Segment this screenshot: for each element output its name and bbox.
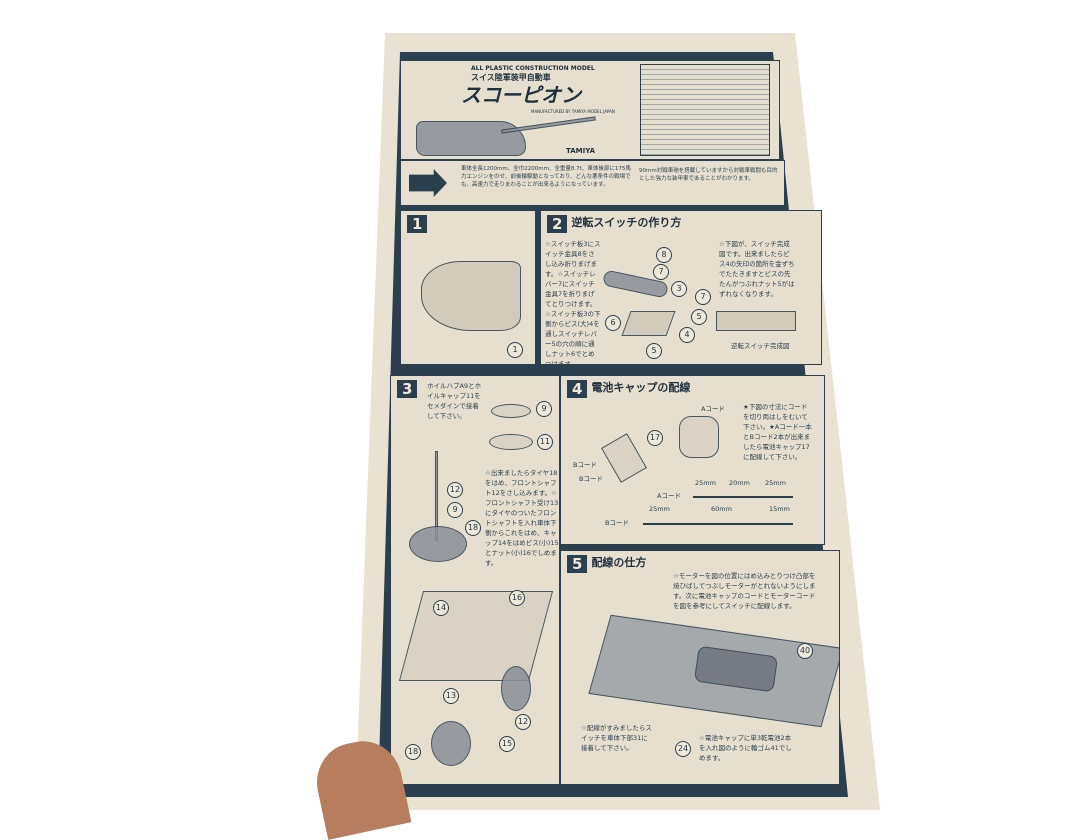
step-title: 電池キャップの配線 [591, 381, 691, 394]
a-code-label: Aコード [657, 492, 681, 500]
step-number: 5 [567, 555, 588, 573]
step-note-left: ☆スイッチ板3にスイッチ金具8をさし込み折りまげます。☆スイッチレバー7にスイッ… [545, 240, 601, 365]
maker-line: MANUFACTURED BY TAMIYA MODEL JAPAN [531, 109, 615, 114]
callout: 7 [653, 264, 669, 280]
wheel-cap-illustration [489, 434, 533, 450]
dimension: 60mm [711, 505, 732, 513]
model-type: スイス陸軍装甲自動車 [471, 73, 551, 82]
a-code-wire [693, 496, 793, 498]
b-code-label: Bコード [605, 519, 629, 527]
step-caption: 逆転スイッチ完成図 [731, 342, 790, 350]
callout: 18 [465, 520, 481, 536]
callout: 24 [675, 741, 691, 757]
step-3-panel: 3 ホイルハブA9とホイルキャップ11をセメダインで接着して下さい。 ☆出来まし… [390, 375, 560, 785]
page-title: スコーピオン [461, 83, 581, 107]
callout: 1 [507, 342, 523, 358]
step-note-top: ホイルハブA9とホイルキャップ11をセメダインで接着して下さい。 [427, 382, 482, 420]
callout: 9 [536, 401, 552, 417]
gun-barrel [501, 116, 596, 134]
callout: 13 [443, 688, 459, 704]
switch-complete-illustration [716, 311, 796, 331]
step-1-panel: 1 1 [400, 210, 536, 365]
step-note-top: ☆モーターを図の位置にはめ込みとりつけ凸部を焼ひばしてつぶしモーターがとれないよ… [673, 572, 816, 610]
dimension: 25mm [649, 505, 670, 513]
parts-list-table [640, 64, 770, 156]
intro-text-right: 90mm対戦車砲を搭載していますから対戦車戦闘も目的とした強力な装甲車であること… [639, 168, 778, 182]
dimension: 15mm [769, 505, 790, 513]
callout: 18 [405, 744, 421, 760]
step-number: 1 [407, 215, 428, 233]
callout: 5 [646, 343, 662, 359]
callout: 16 [509, 590, 525, 606]
step-note-right: ☆下図が、スイッチ完成図です。出来ましたらビス4の矢印の箇所を金ずちでたたきます… [719, 240, 795, 298]
step-note: ★下図の寸法にコードを切り両はしをむいて下さい。★Aコード一本とBコード2本が出… [743, 403, 812, 461]
battery-cap-illustration [679, 416, 719, 458]
callout: 6 [605, 315, 621, 331]
callout: 8 [656, 247, 672, 263]
callout: 15 [499, 736, 515, 752]
intro-text-left: 車体全長1200mm、全巾2200mm、全重量8.7t、車体後部に175馬力エン… [461, 166, 631, 188]
step-number: 4 [567, 380, 588, 398]
intro-panel: 車体全長1200mm、全巾2200mm、全重量8.7t、車体後部に175馬力エン… [400, 160, 785, 206]
vehicle-illustration [416, 121, 526, 156]
b-code-wire [643, 523, 793, 525]
step-note-mid: ☆出来ましたらタイヤ18をはめ、フロントシャフト12をさし込みます。☆フロントシ… [485, 469, 559, 567]
tire-illustration [409, 526, 467, 562]
callout: 7 [695, 289, 711, 305]
step-note-right: ☆電池キャップに単3乾電池2本を入れ図のように輪ゴム41でしめます。 [699, 734, 792, 762]
assembly-illustration [421, 261, 521, 331]
subtitle: ALL PLASTIC CONSTRUCTION MODEL [471, 65, 595, 72]
a-code-label: Aコード [701, 405, 725, 413]
wheel-hub-illustration [491, 404, 531, 418]
callout: 17 [647, 430, 663, 446]
callout: 4 [679, 327, 695, 343]
dimension: 20mm [729, 479, 750, 487]
brand-logo: TAMIYA [566, 147, 596, 155]
callout: 12 [515, 714, 531, 730]
step-number: 3 [397, 380, 418, 398]
dimension: 25mm [765, 479, 786, 487]
rear-wheel-illustration [501, 666, 531, 711]
step-title: 逆転スイッチの作り方 [571, 216, 682, 229]
callout: 14 [433, 600, 449, 616]
switch-plate-illustration [621, 311, 676, 336]
b-code-label: Bコード [579, 475, 603, 483]
battery-clip-illustration [601, 433, 647, 483]
step-note-left: ☆配線がすみましたらスイッチを車体下部31に接着して下さい。 [581, 724, 652, 752]
arrow-icon [409, 169, 447, 197]
b-code-label: Bコード [573, 461, 597, 469]
step-number: 2 [547, 215, 568, 233]
callout: 11 [537, 434, 553, 450]
callout: 40 [797, 643, 813, 659]
front-wheel-illustration [431, 721, 471, 766]
dimension: 25mm [695, 479, 716, 487]
step-title: 配線の仕方 [591, 556, 647, 569]
callout: 9 [447, 502, 463, 518]
callout: 5 [691, 309, 707, 325]
chassis-illustration [398, 591, 554, 681]
callout: 3 [671, 281, 687, 297]
callout: 12 [447, 482, 463, 498]
